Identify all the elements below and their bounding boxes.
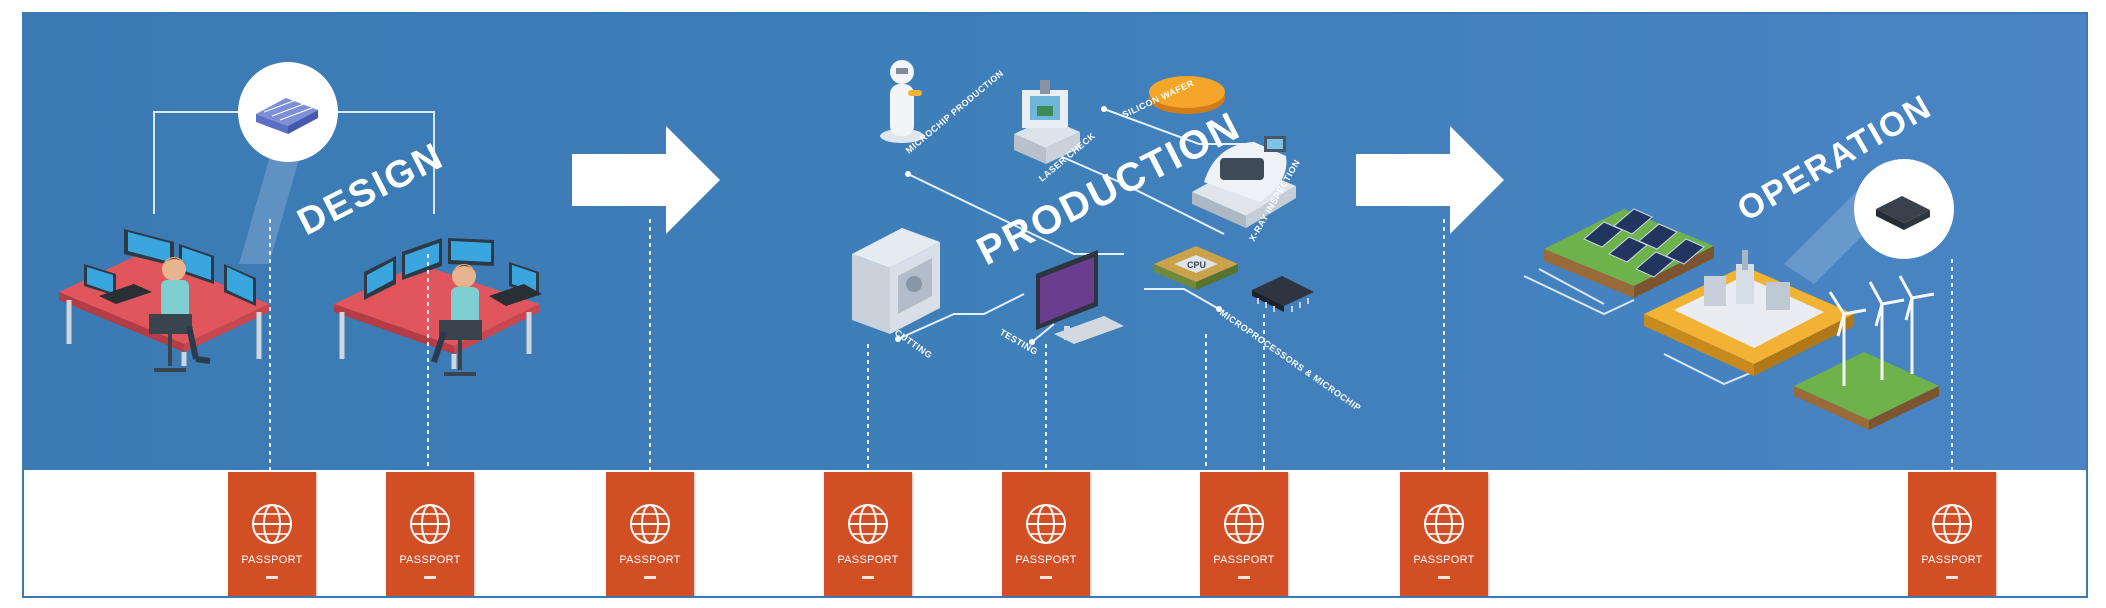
operation-stage: OPERATION: [1523, 87, 1954, 430]
passport-label: PASSPORT: [1413, 554, 1475, 566]
passport-barcode: [862, 576, 874, 579]
digital-passport-2: PASSPORT: [386, 472, 474, 596]
design-workstation-1: [59, 229, 269, 372]
globe-icon: [252, 504, 292, 544]
digital-passport-6: PASSPORT: [1200, 472, 1288, 596]
digital-passport-1: PASSPORT: [228, 472, 316, 596]
digital-passport-3: PASSPORT: [606, 472, 694, 596]
testing-computer: [1036, 250, 1124, 344]
microchip-icon: [1252, 276, 1314, 312]
diagram-frame: DESIGN: [22, 12, 2088, 598]
step-microprocessors: MICROPROCESSORS & MICROCHIP: [1218, 307, 1363, 413]
cpu-label: CPU: [1187, 260, 1206, 270]
digital-passport-4: PASSPORT: [824, 472, 912, 596]
flow-arrow-2: [1356, 126, 1504, 234]
design-spotlight: [239, 142, 304, 264]
wind-farm-tile: [1794, 275, 1939, 430]
design-bracket-right: [319, 111, 435, 214]
cpu-chip-icon: CPU: [1154, 246, 1238, 290]
globe-icon: [1932, 504, 1972, 544]
passport-label: PASSPORT: [1015, 554, 1077, 566]
digital-passport-8: PASSPORT: [1908, 472, 1996, 596]
passport-label: PASSPORT: [399, 554, 461, 566]
laser-check-machine: [1014, 80, 1080, 164]
design-bracket-left: [153, 111, 269, 214]
globe-icon: [630, 504, 670, 544]
design-workstation-2: [334, 238, 542, 376]
passport-barcode: [1040, 576, 1052, 579]
globe-icon: [410, 504, 450, 544]
passport-barcode: [1238, 576, 1250, 579]
factory-tile: [1644, 250, 1854, 376]
digital-passport-5: PASSPORT: [1002, 472, 1090, 596]
passport-label: PASSPORT: [241, 554, 303, 566]
passport-barcode: [1438, 576, 1450, 579]
flow-arrow-1: [572, 126, 720, 234]
x-ray-machine: [1192, 136, 1296, 228]
production-stage: MICROCHIP PRODUCTION LASER CHECK: [852, 60, 1363, 413]
blueprint-drawing-icon: [256, 98, 318, 134]
globe-icon: [1224, 504, 1264, 544]
passport-label: PASSPORT: [1921, 554, 1983, 566]
silicon-wafer: [1149, 76, 1225, 114]
operation-chip-icon: [1876, 196, 1930, 230]
globe-icon: [1026, 504, 1066, 544]
lifecycle-banner: DESIGN: [24, 14, 2086, 470]
solar-farm-tile: [1544, 208, 1714, 298]
step-microchip-production: MICROCHIP PRODUCTION: [904, 68, 1006, 156]
passport-barcode: [644, 576, 656, 579]
passport-barcode: [424, 576, 436, 579]
passport-label: PASSPORT: [1213, 554, 1275, 566]
cutting-machine: [852, 228, 940, 334]
passport-strip: PASSPORT PASSPORT PASSPORT PASSPORT PASS…: [24, 470, 2086, 596]
passport-barcode: [1946, 576, 1958, 579]
passport-label: PASSPORT: [837, 554, 899, 566]
passport-drop-lines: [269, 219, 1953, 470]
technician-figure: [880, 60, 924, 143]
globe-icon: [1424, 504, 1464, 544]
globe-icon: [848, 504, 888, 544]
lifecycle-illustration: DESIGN: [59, 60, 1954, 470]
digital-passport-7: PASSPORT: [1400, 472, 1488, 596]
passport-barcode: [266, 576, 278, 579]
design-stage: DESIGN: [59, 62, 542, 376]
passport-label: PASSPORT: [619, 554, 681, 566]
